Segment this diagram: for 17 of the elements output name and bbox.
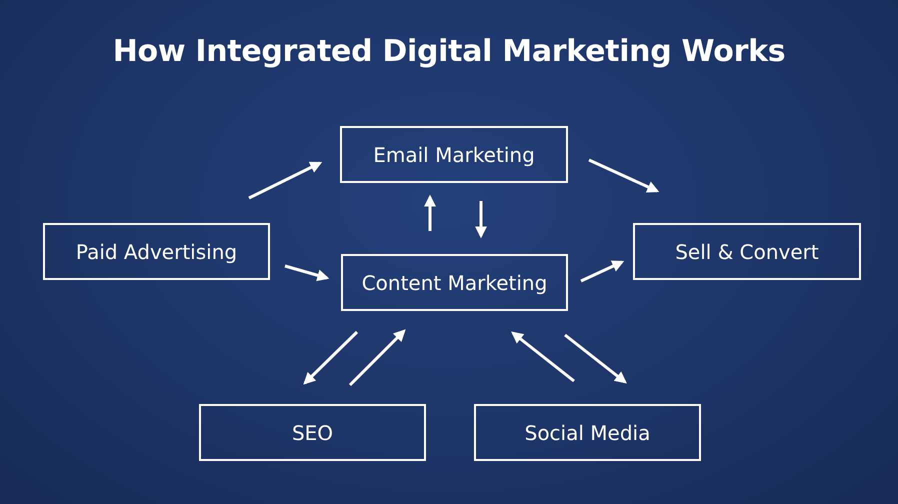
process-box: SEO	[199, 404, 426, 461]
process-box: Sell & Convert	[633, 223, 861, 280]
process-box: Content Marketing	[341, 254, 568, 311]
arrow	[511, 332, 575, 382]
process-box: Social Media	[474, 404, 701, 461]
arrow	[580, 260, 624, 282]
title: How Integrated Digital Marketing Works	[112, 34, 786, 69]
process-box: Email Marketing	[340, 126, 568, 183]
arrow	[475, 201, 487, 238]
arrow	[564, 334, 627, 384]
arrow	[588, 158, 660, 192]
arrow	[303, 330, 358, 385]
process-box: Paid Advertising	[43, 223, 270, 280]
arrow	[284, 264, 330, 282]
arrow	[424, 194, 436, 231]
arrow	[348, 329, 406, 386]
arrow	[248, 162, 322, 200]
